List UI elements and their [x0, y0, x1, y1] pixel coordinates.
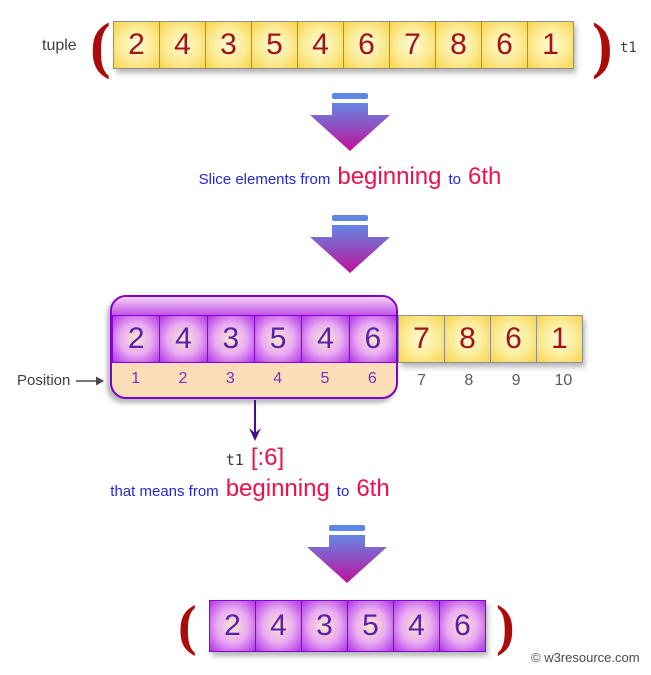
copyright-text: © w3resource.com	[531, 650, 640, 665]
arrow-down-icon	[310, 215, 390, 273]
caption-highlight: 6th	[467, 163, 502, 190]
caption-highlight: beginning	[337, 163, 442, 190]
result-cell: 6	[439, 600, 486, 652]
tuple-var-label: t1	[620, 40, 637, 56]
rest-cells-row: 7 8 6 1	[398, 315, 583, 363]
tuple-cell: 3	[205, 21, 252, 69]
step1-caption: Slice elements from beginning to 6th	[0, 163, 651, 191]
selected-cell: 5	[253, 315, 303, 363]
position-cell: 6	[367, 370, 377, 387]
result-cell: 4	[255, 600, 302, 652]
selected-cells-row: 2 4 3 5 4 6	[112, 315, 396, 363]
arrow-down-icon	[307, 525, 387, 583]
result-row: 2 4 3 5 4 6	[209, 600, 486, 652]
position-label: Position	[17, 372, 105, 389]
selected-cell: 6	[348, 315, 396, 363]
rest-cell: 7	[398, 315, 445, 363]
tuple-cell: 8	[435, 21, 482, 69]
position-label-text: Position	[17, 372, 71, 389]
caption-text: to	[336, 483, 350, 500]
position-cell: 3	[225, 370, 235, 387]
open-paren: (	[90, 12, 111, 80]
open-paren: (	[178, 595, 197, 657]
position-cell: 7	[417, 372, 427, 389]
tuple-cell: 6	[343, 21, 390, 69]
tuple-cell: 7	[389, 21, 436, 69]
result-cell: 5	[347, 600, 394, 652]
tuple-cell: 1	[527, 21, 574, 69]
selected-positions-row: 1 2 3 4 5 6	[112, 363, 396, 395]
pointer-arrow-icon	[249, 400, 261, 441]
caption-highlight: 6th	[356, 475, 390, 502]
close-paren: )	[592, 12, 613, 80]
position-cell: 10	[554, 372, 573, 389]
position-cell: 8	[464, 372, 474, 389]
expression-var: t1	[225, 451, 244, 469]
tuple-cell: 4	[159, 21, 206, 69]
rest-cell: 1	[536, 315, 583, 363]
close-paren: )	[496, 595, 515, 657]
caption-text: that means from	[110, 483, 219, 500]
caption-highlight: beginning	[225, 475, 330, 502]
result-cell: 3	[301, 600, 348, 652]
slice-expression: t1 [:6]	[105, 444, 405, 472]
right-arrow-icon	[76, 376, 105, 385]
position-cell: 1	[131, 370, 141, 387]
result-cell: 2	[209, 600, 256, 652]
tuple-cell: 4	[297, 21, 344, 69]
selected-cell: 4	[159, 315, 208, 363]
rest-cell: 8	[444, 315, 491, 363]
result-cell: 4	[393, 600, 440, 652]
slice-highlight-container: 2 4 3 5 4 6 1 2 3 4 5 6	[110, 295, 398, 399]
expression-code: [:6]	[250, 444, 285, 471]
caption-text: to	[448, 171, 461, 188]
rest-cell: 6	[490, 315, 537, 363]
arrow-down-icon	[310, 93, 390, 151]
tuple-label: tuple	[42, 37, 77, 54]
selected-cell: 3	[206, 315, 255, 363]
rest-positions-row: 7 8 9 10	[398, 366, 587, 396]
selected-cell: 2	[112, 315, 161, 363]
tuple-cell: 6	[481, 21, 528, 69]
position-cell: 4	[273, 370, 283, 387]
step2-caption: that means from beginning to 6th	[30, 475, 470, 503]
position-cell: 2	[178, 370, 188, 387]
container-top-strip	[112, 297, 396, 315]
caption-text: Slice elements from	[198, 171, 331, 188]
tuple-cell: 5	[251, 21, 298, 69]
position-cell: 5	[320, 370, 330, 387]
position-cell: 9	[511, 372, 521, 389]
tuple-cell: 2	[113, 21, 160, 69]
tuple-row: 2 4 3 5 4 6 7 8 6 1	[113, 21, 574, 69]
selected-cell: 4	[301, 315, 350, 363]
